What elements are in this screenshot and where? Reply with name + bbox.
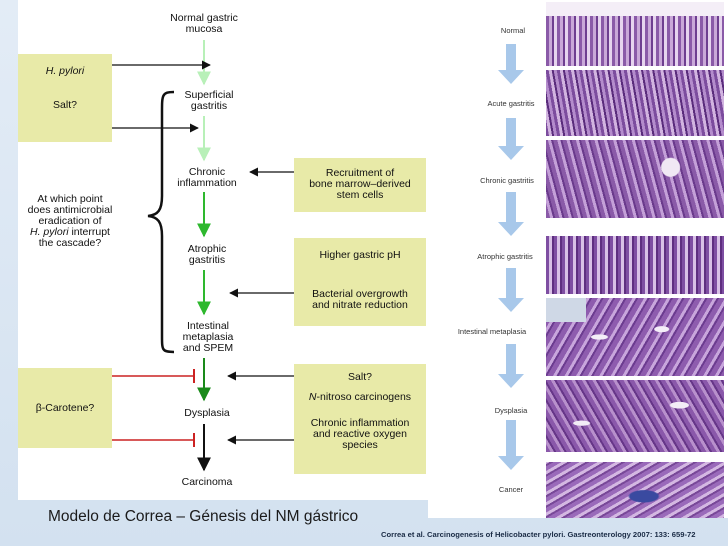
histo-stage-dysplasia: Dysplasia (494, 406, 528, 415)
question-text: At which point does antimicrobial eradic… (27, 193, 113, 249)
box-carcinogens (294, 364, 426, 474)
slide-normal-image (546, 2, 724, 66)
histo-stage-chronic: Chronic gastritis (480, 176, 534, 185)
slide-intestinal-image (546, 298, 724, 376)
slide-cancer-image (546, 456, 724, 518)
ros-text: Chronic inflammation and reactive oxygen… (310, 417, 410, 451)
histo-stage-intestinal: Intestinal metaplasia (457, 327, 527, 336)
slide-atrophic-image (546, 222, 724, 294)
salt-carcinogen-text: Salt? (348, 371, 372, 383)
box-ph-bacterial (294, 238, 426, 326)
factor-box-carotene (18, 368, 112, 448)
slide-caption: Modelo de Correa – Génesis del NM gástri… (48, 508, 359, 525)
factor-beta-carotene: β-Carotene? (35, 402, 95, 414)
histo-stage-acute: Acute gastritis (487, 99, 535, 108)
ph-text: Higher gastric pH (319, 249, 401, 261)
stage-carcinoma: Carcinoma (181, 476, 233, 488)
histo-stage-cancer: Cancer (498, 485, 524, 494)
factor-hpylori: H. pylori (45, 65, 85, 77)
histology-panel: Normal Acute gastritis Chronic gastritis… (428, 0, 728, 518)
histo-stage-normal: Normal (500, 26, 526, 35)
recruitment-text: Recruitment of bone marrow–derived stem … (309, 167, 411, 201)
factor-box-hpylori-salt (18, 54, 112, 142)
citation: Correa et al. Carcinogenesis of Helicoba… (381, 530, 696, 539)
histo-stage-atrophic: Atrophic gastritis (477, 252, 533, 261)
bacterial-text: Bacterial overgrowth and nitrate reducti… (312, 288, 408, 311)
cascade-bracket (147, 90, 175, 354)
slide-dysplasia-image (546, 380, 724, 452)
slide-chronic-image (546, 140, 724, 218)
factor-salt: Salt? (53, 99, 77, 111)
histology-arrows (498, 44, 524, 470)
slide-acute-image (546, 70, 724, 136)
box-recruitment (294, 158, 426, 212)
diagram-lines (112, 40, 357, 472)
nitroso-text: N-nitroso carcinogens (308, 391, 412, 403)
stage-dysplasia: Dysplasia (184, 407, 230, 419)
